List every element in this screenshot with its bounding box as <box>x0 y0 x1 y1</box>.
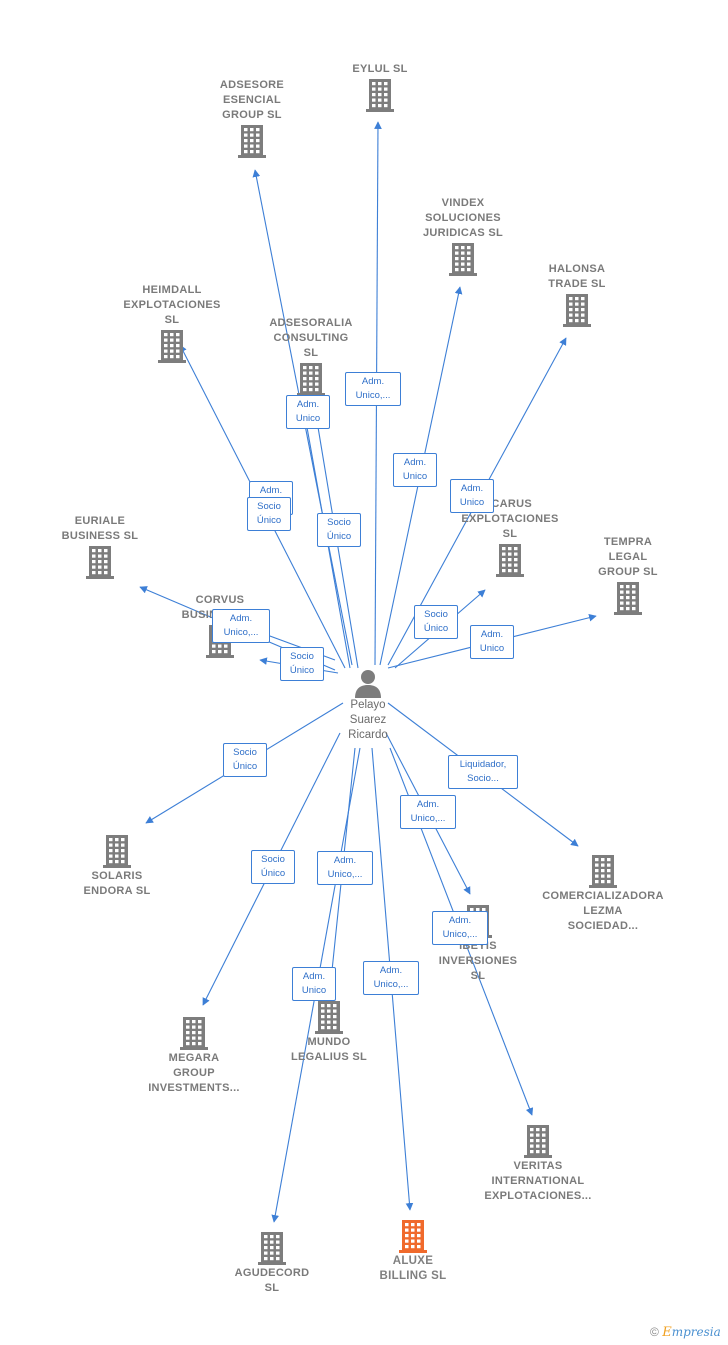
relation-badge-r-eylul[interactable]: Adm. Unico,... <box>345 372 401 406</box>
relation-badge-r-icarus[interactable]: Socio Único <box>414 605 458 639</box>
relation-badge-r-tempra[interactable]: Adm. Unico <box>470 625 514 659</box>
relation-badge-r-vindex[interactable]: Adm. Unico <box>393 453 437 487</box>
brand-logo-text: mpresia <box>671 1325 721 1339</box>
company-label: COMERCIALIZADORA LEZMA SOCIEDAD... <box>542 890 664 932</box>
relation-badge-r-aluxe[interactable]: Adm. Unico,... <box>363 961 419 995</box>
relation-badge-r-agudecord[interactable]: Adm. Unico <box>292 967 336 1001</box>
company-label: ADSESORALIA CONSULTING SL <box>269 317 353 359</box>
building-icon <box>180 1017 208 1050</box>
building-icon <box>524 1125 552 1158</box>
building-icon <box>563 294 591 327</box>
company-node-veritas[interactable]: VERITAS INTERNATIONAL EXPLOTACIONES... <box>468 1123 608 1204</box>
company-node-eylul[interactable]: EYLUL SL <box>310 62 450 113</box>
relation-badge-r-megara[interactable]: Socio Único <box>251 850 295 884</box>
company-node-vindex[interactable]: VINDEX SOLUCIONES JURIDICAS SL <box>393 196 533 277</box>
company-node-megara[interactable]: MEGARA GROUP INVESTMENTS... <box>124 1015 264 1096</box>
company-node-tempra[interactable]: TEMPRA LEGAL GROUP SL <box>558 535 698 616</box>
building-icon <box>158 330 186 363</box>
building-icon <box>449 243 477 276</box>
company-label: IBEYIS INVERSIONES SL <box>438 940 518 982</box>
relation-badge-r-adsesoralia[interactable]: Adm. Unico <box>286 395 330 429</box>
company-label: ICARUS EXPLOTACIONES SL <box>461 498 559 540</box>
relation-badge-r-corvus-socio[interactable]: Socio Único <box>280 647 324 681</box>
company-node-halonsa[interactable]: HALONSA TRADE SL <box>507 262 647 328</box>
company-label: AGUDECORD SL <box>234 1267 310 1294</box>
company-label: VINDEX SOLUCIONES JURIDICAS SL <box>423 197 503 239</box>
company-label: VERITAS INTERNATIONAL EXPLOTACIONES... <box>484 1160 592 1202</box>
relation-badge-r-ibeyis[interactable]: Adm. Unico,... <box>400 795 456 829</box>
building-icon <box>315 1001 343 1034</box>
brand-logo-e: E <box>662 1325 672 1340</box>
relation-badge-r-corvus-adm[interactable]: Adm. Unico,... <box>212 609 270 643</box>
relation-badge-r-veritas[interactable]: Adm. Unico,... <box>432 911 488 945</box>
person-name: Pelayo Suarez Ricardo <box>348 699 388 741</box>
company-label: EURIALE BUSINESS SL <box>61 515 139 542</box>
company-label: MUNDO LEGALIUS SL <box>290 1036 368 1063</box>
building-icon <box>589 855 617 888</box>
building-icon <box>366 79 394 112</box>
person-icon <box>355 670 381 698</box>
company-label: HEIMDALL EXPLOTACIONES SL <box>123 284 221 326</box>
copyright-symbol: © <box>650 1325 659 1339</box>
person-node[interactable]: Pelayo Suarez Ricardo <box>335 668 401 743</box>
company-node-mundo[interactable]: MUNDO LEGALIUS SL <box>259 999 399 1065</box>
company-label: MEGARA GROUP INVESTMENTS... <box>148 1052 240 1094</box>
company-node-adsesoralia[interactable]: ADSESORALIA CONSULTING SL <box>241 316 381 397</box>
company-node-heimdall[interactable]: HEIMDALL EXPLOTACIONES SL <box>102 283 242 364</box>
company-node-aluxe[interactable]: ALUXE BILLING SL <box>343 1218 483 1284</box>
relation-badge-r-solaris[interactable]: Socio Único <box>223 743 267 777</box>
company-node-solaris[interactable]: SOLARIS ENDORA SL <box>47 833 187 899</box>
company-label: SOLARIS ENDORA SL <box>83 870 151 897</box>
company-node-adsesore[interactable]: ADSESORE ESENCIAL GROUP SL <box>182 78 322 159</box>
company-node-euriale[interactable]: EURIALE BUSINESS SL <box>30 514 170 580</box>
company-node-icarus[interactable]: ICARUS EXPLOTACIONES SL <box>440 497 580 578</box>
relation-badge-r-comercializadora[interactable]: Liquidador, Socio... <box>448 755 518 789</box>
building-icon <box>258 1232 286 1265</box>
building-icon <box>614 582 642 615</box>
company-label: TEMPRA LEGAL GROUP SL <box>598 536 658 578</box>
building-icon <box>496 544 524 577</box>
building-icon <box>103 835 131 868</box>
company-label: HALONSA TRADE SL <box>548 263 606 290</box>
company-label: ALUXE BILLING SL <box>379 1255 447 1282</box>
relation-badge-r-heimdall-socio[interactable]: Socio Único <box>247 497 291 531</box>
relation-badge-r-halonsa[interactable]: Adm. Unico <box>450 479 494 513</box>
company-label: ADSESORE ESENCIAL GROUP SL <box>219 79 285 121</box>
building-icon <box>238 125 266 158</box>
relation-badge-r-mundo[interactable]: Adm. Unico,... <box>317 851 373 885</box>
company-node-agudecord[interactable]: AGUDECORD SL <box>202 1230 342 1296</box>
relation-badge-r-adsesore[interactable]: Socio Único <box>317 513 361 547</box>
brand-watermark: © Empresia <box>650 1325 721 1340</box>
building-icon <box>399 1220 427 1253</box>
company-node-comercializadora[interactable]: COMERCIALIZADORA LEZMA SOCIEDAD... <box>533 853 673 934</box>
building-icon <box>297 363 325 396</box>
company-label: EYLUL SL <box>352 63 408 75</box>
building-icon <box>86 546 114 579</box>
